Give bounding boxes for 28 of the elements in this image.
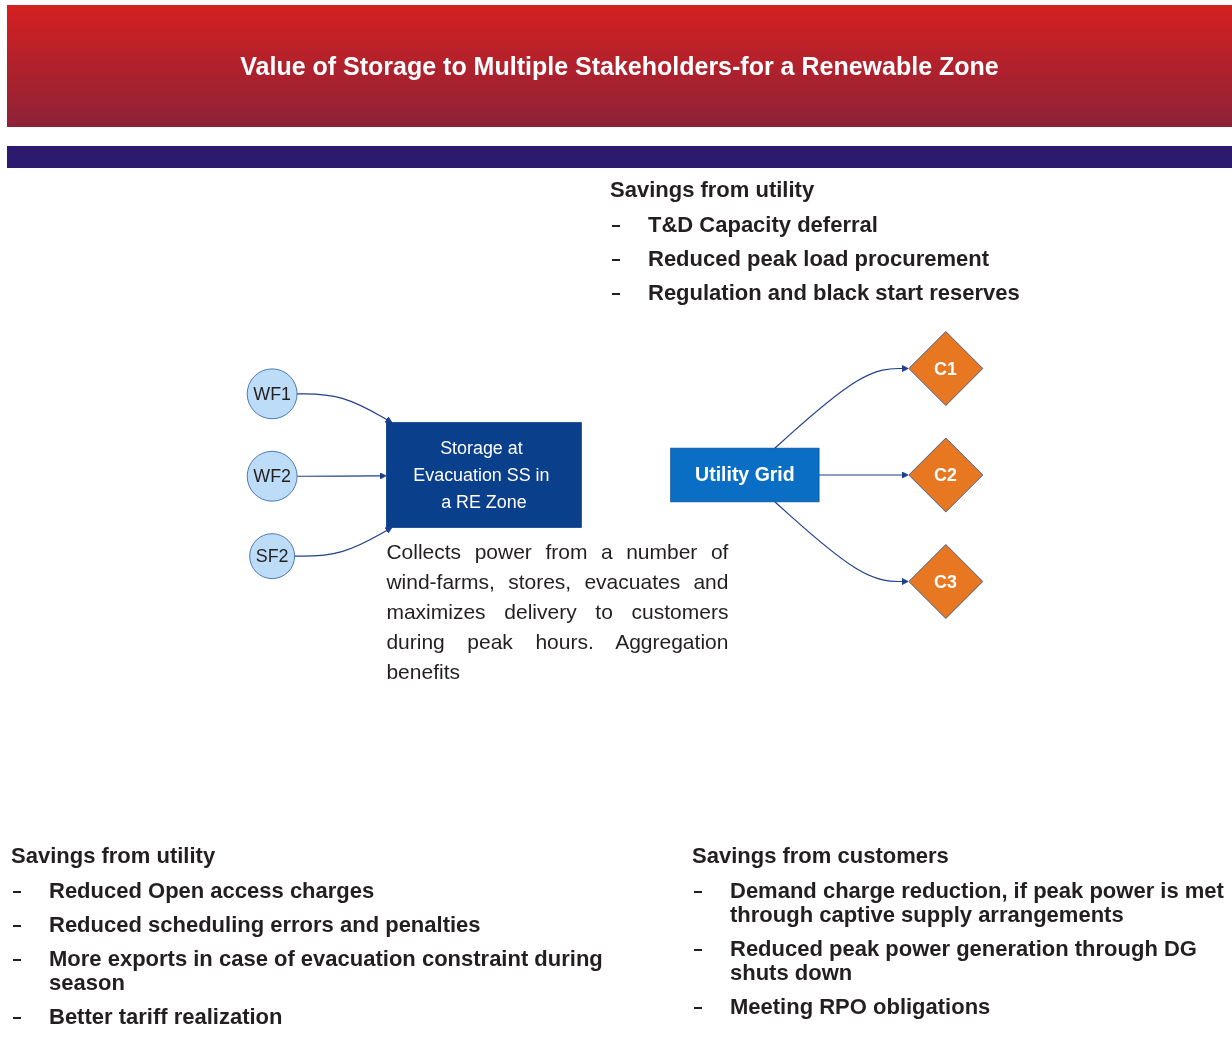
node-box: Storage at Evacuation SS in a RE Zone [386, 422, 582, 528]
arrow [296, 472, 387, 480]
node-circle: WF2 [246, 450, 298, 502]
section-heading: Savings from utility [11, 843, 217, 869]
list-item: Demand charge reduction, if peak power is met through captive supply arrangements [730, 879, 1225, 927]
section-heading: Savings from customers [692, 843, 950, 869]
node-diamond: C3 [908, 544, 984, 619]
arrow [818, 471, 909, 479]
list-item: Meeting RPO obligations [730, 995, 991, 1019]
list-item: T&D Capacity deferral [648, 213, 878, 237]
list-item: Regulation and black start reserves [648, 281, 1020, 305]
node-diamond: C1 [908, 331, 984, 406]
node-diamond: C2 [908, 437, 984, 513]
title-banner: Value of Storage to Multiple Stakeholders-for a Renewable Zone [7, 5, 1232, 127]
section-heading: Savings from utility [610, 177, 816, 203]
arrow [294, 527, 393, 557]
list-item: Reduced Open access charges [49, 879, 375, 903]
list-item: Reduced peak power generation through DG shuts down [730, 937, 1198, 985]
list-item: Reduced peak load procurement [648, 247, 990, 271]
arrow [296, 393, 393, 423]
arrow [774, 364, 909, 449]
node-circle: WF1 [246, 368, 298, 420]
list-item: More exports in case of evacuation constraint during season [49, 947, 604, 995]
arrow [774, 501, 909, 586]
list-item: Reduced scheduling errors and penalties [49, 913, 481, 937]
node-circle: SF2 [249, 533, 296, 580]
node-box: Utility Grid [670, 447, 820, 503]
list-item: Better tariff realization [49, 1005, 283, 1029]
